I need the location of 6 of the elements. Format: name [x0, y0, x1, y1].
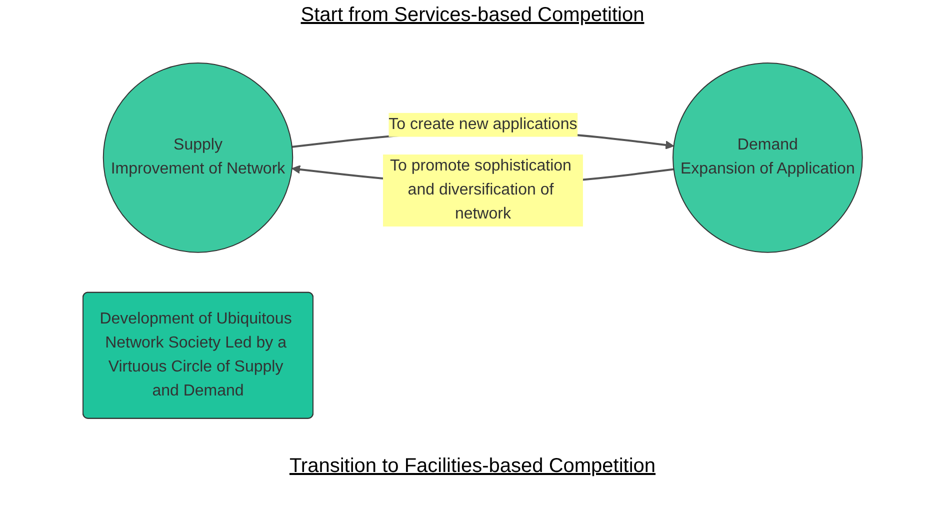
heading-text: Transition to Facilities-based Competition	[288, 455, 657, 478]
node-circle: Demand Expansion of Application	[672, 62, 863, 254]
edge-label: To create new applications	[388, 116, 578, 134]
heading-text: Start from Services-based Competition	[300, 4, 646, 27]
edge-label: To promote sophistication and diversification of network	[390, 158, 572, 223]
node-circle: Supply Improvement of Network	[102, 62, 293, 254]
